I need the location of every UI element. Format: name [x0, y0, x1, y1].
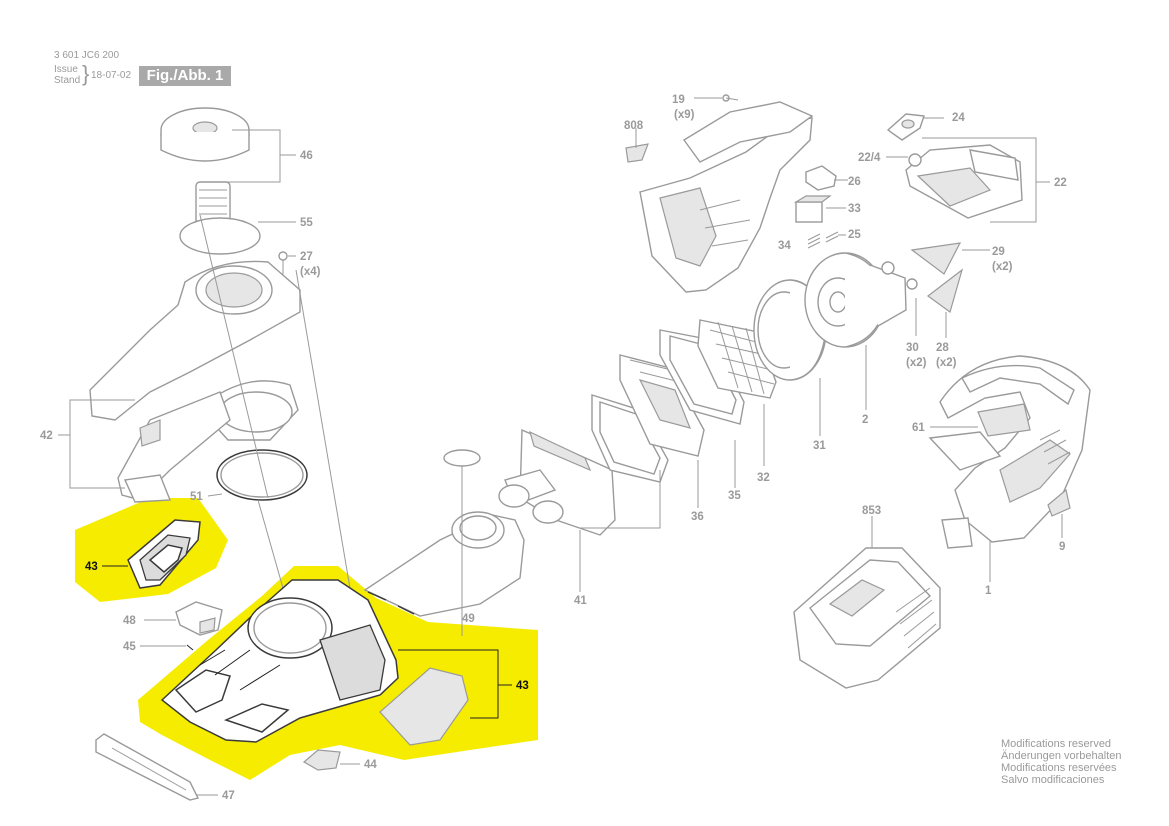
- callout-29-qty: (x2): [992, 261, 1013, 273]
- callout-35: 35: [728, 490, 741, 502]
- part-22-electronics-board: [905, 144, 1023, 219]
- callout-46: 46: [300, 150, 313, 162]
- part-34-spring: [807, 233, 821, 249]
- callout-55: 55: [300, 217, 313, 229]
- part-808-handle-housing: [625, 101, 814, 293]
- callout-47: 47: [222, 790, 235, 802]
- callout-31: 31: [813, 440, 826, 452]
- part-19-screw: [722, 94, 739, 102]
- part-55-filter: [179, 181, 261, 255]
- callout-30: 30: [906, 342, 919, 354]
- notice-es: Salvo modificaciones: [1001, 774, 1105, 786]
- figure-label: Fig./Abb. 1: [139, 66, 231, 86]
- part-853-charger: [793, 547, 941, 689]
- part-43-side-cover-left: [127, 519, 201, 589]
- header-brace: }: [82, 61, 90, 86]
- callout-19: 19: [672, 94, 685, 106]
- part-44-latch: [302, 749, 341, 771]
- part-36-filter-frame: [591, 394, 669, 483]
- callout-34: 34: [778, 240, 791, 252]
- issue-label: Issue: [54, 64, 78, 75]
- callout-29: 29: [992, 246, 1005, 258]
- callout-853: 853: [862, 505, 881, 517]
- callout-61: 61: [912, 422, 925, 434]
- callout-27: 27: [300, 251, 313, 263]
- part-43-main-housing: [160, 579, 399, 743]
- part-45-spring: [186, 644, 194, 651]
- part-24-button: [886, 113, 925, 141]
- callout-32: 32: [757, 472, 770, 484]
- part-9-label: [1047, 488, 1071, 517]
- part-28-wedge: [926, 268, 964, 313]
- callout-42: 42: [40, 430, 53, 442]
- part-42-dust-container: [89, 260, 301, 503]
- part-1-handle-shell: [928, 355, 1091, 549]
- part-29-wedge: [910, 242, 962, 275]
- part-43-cover-plate: [379, 667, 469, 746]
- callout-33: 33: [848, 203, 861, 215]
- notice-fr: Modifications reservées: [1001, 762, 1117, 774]
- callout-2: 2: [862, 414, 868, 426]
- issue-date: 18-07-02: [91, 70, 132, 81]
- callout-22: 22: [1054, 177, 1067, 189]
- callout-43-left: 43: [85, 561, 98, 573]
- callout-1: 1: [985, 585, 992, 597]
- document-number: 3 601 JC6 200: [54, 50, 120, 61]
- callout-26: 26: [848, 176, 861, 188]
- callout-51: 51: [190, 491, 203, 503]
- stand-label: Stand: [54, 75, 81, 86]
- callout-41: 41: [574, 595, 587, 607]
- callout-45: 45: [123, 641, 136, 653]
- callout-24: 24: [952, 112, 965, 124]
- part-26-switch: [805, 165, 837, 191]
- callout-28-qty: (x2): [936, 357, 957, 369]
- callout-30-qty: (x2): [906, 357, 927, 369]
- callout-808: 808: [624, 120, 644, 132]
- part-41-filter-housing: [498, 428, 616, 536]
- part-48-clip: [175, 601, 223, 636]
- callout-36: 36: [691, 511, 704, 523]
- callout-9: 9: [1059, 541, 1065, 553]
- callout-49: 49: [462, 613, 475, 625]
- part-47-nozzle-strip: [95, 733, 200, 801]
- part-25-spring: [825, 231, 839, 243]
- part-33-block: [793, 195, 832, 223]
- callout-22-4: 22/4: [858, 152, 881, 164]
- callout-48: 48: [123, 615, 136, 627]
- modifications-notice: Modifications reserved Änderungen vorbeh…: [1001, 738, 1121, 786]
- callout-44: 44: [364, 759, 377, 771]
- notice-de: Änderungen vorbehalten: [1001, 750, 1122, 762]
- callout-28: 28: [936, 342, 949, 354]
- callout-25: 25: [848, 229, 861, 241]
- part-2-motor: [804, 252, 918, 348]
- part-49-nozzle: [363, 449, 525, 617]
- callout-19-qty: (x9): [674, 109, 695, 121]
- callout-27-qty: (x4): [300, 266, 321, 278]
- notice-en: Modifications reserved: [1001, 738, 1112, 750]
- part-46-lid: [160, 107, 250, 162]
- callout-43-right: 43: [516, 680, 529, 692]
